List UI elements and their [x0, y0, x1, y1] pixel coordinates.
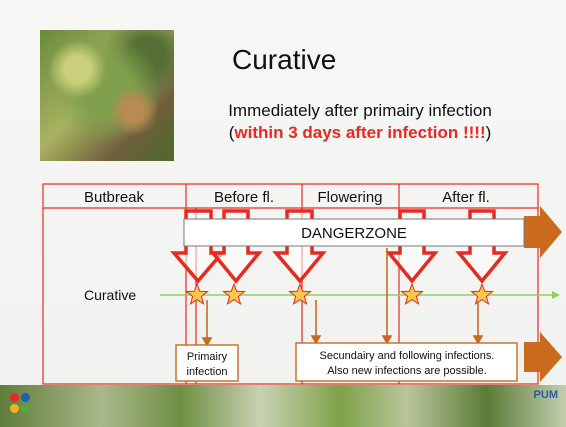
- timeline-label: Curative: [84, 287, 136, 303]
- phase-after-flowering: After fl.: [442, 189, 490, 206]
- secondary-box-line2: Also new infections are possible.: [327, 365, 487, 377]
- orange-arrow-bottom: [524, 332, 562, 382]
- logo-dot-2: [21, 393, 30, 402]
- footer-photo-strip: PUM: [0, 385, 566, 427]
- phase-butbreak: Butbreak: [84, 189, 145, 206]
- timeline-arrowhead: [552, 291, 560, 299]
- connector-secondary-2-head: [383, 336, 391, 343]
- infection-star-4: [402, 284, 423, 304]
- dangerzone-label: DANGERZONE: [301, 225, 407, 242]
- logo-dot-3: [10, 404, 19, 413]
- infection-star-2: [224, 284, 245, 304]
- connector-secondary-1-head: [312, 336, 320, 343]
- infection-star-1: [187, 284, 208, 304]
- logo-dot-1: [10, 393, 19, 402]
- orange-arrow-top: [524, 206, 562, 258]
- logo-dots: [10, 393, 32, 415]
- connector-secondary-3-head: [474, 336, 482, 343]
- primary-box-line2: infection: [187, 366, 228, 378]
- logo-dot-4: [21, 404, 30, 413]
- infection-stars: [187, 284, 493, 304]
- secondary-box-line1: Secundairy and following infections.: [320, 350, 495, 362]
- phase-flowering: Flowering: [317, 189, 382, 206]
- connector-primary-head: [203, 338, 211, 345]
- primary-box-line1: Primairy: [187, 351, 228, 363]
- infection-star-5: [472, 284, 493, 304]
- phase-before-flowering: Before fl.: [214, 189, 274, 206]
- pum-logo: PUM: [534, 389, 558, 401]
- infection-star-3: [290, 284, 311, 304]
